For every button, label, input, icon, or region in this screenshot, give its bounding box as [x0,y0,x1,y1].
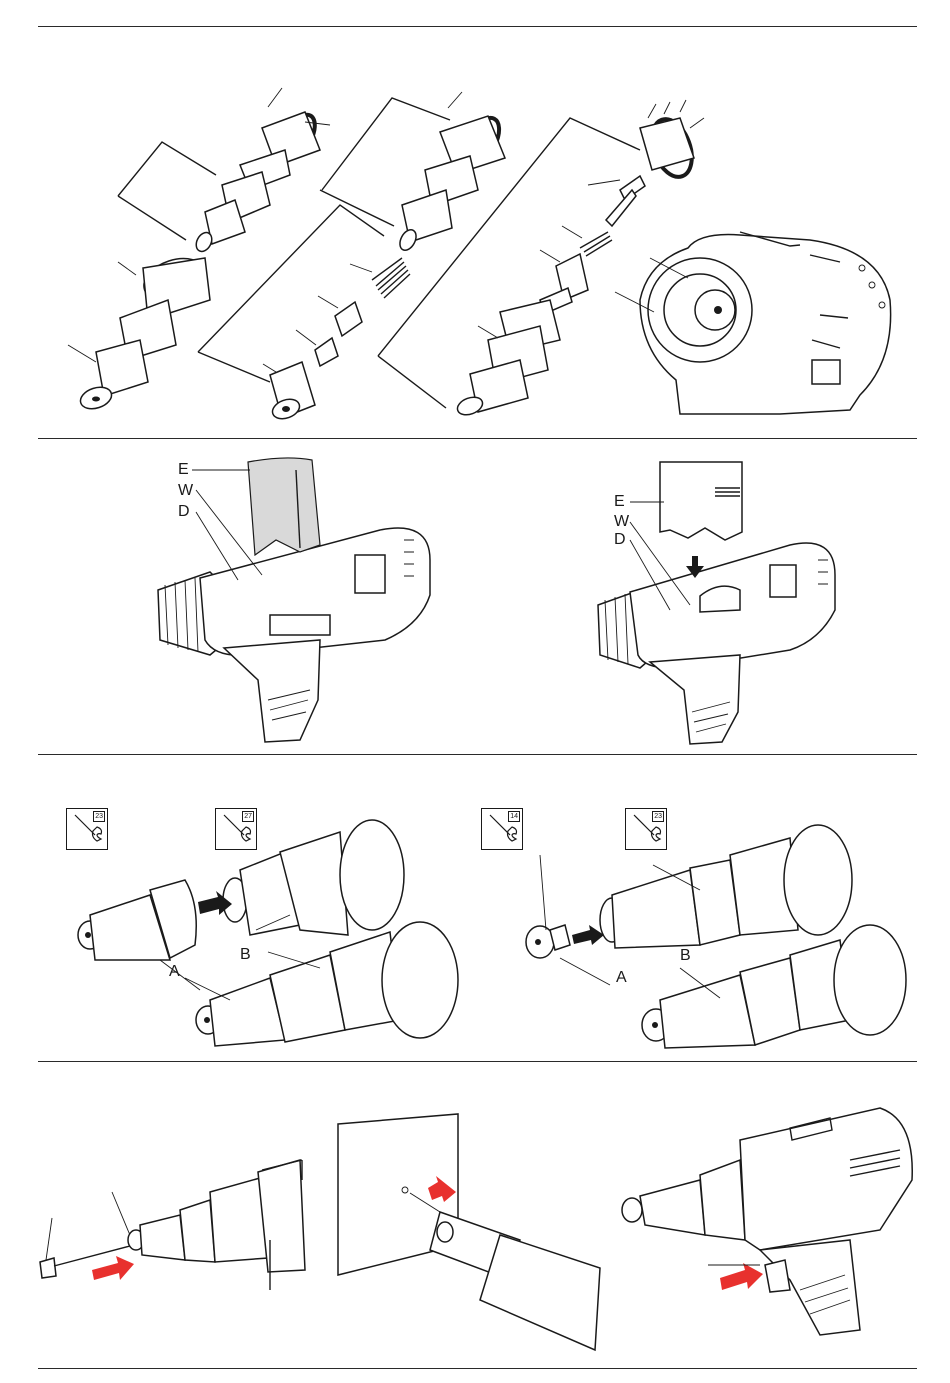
nose-assembly-1 [68,88,330,412]
label-e-left: E [178,462,189,478]
label-w-right: W [614,514,629,530]
insert-workpiece [338,1114,600,1350]
trigger-tool [622,1108,912,1335]
wrench-size: 23 [93,811,105,822]
wrench-box-left-nose: 23 [66,808,108,850]
wrench-size: 23 [652,811,664,822]
label-b-right: B [680,948,691,964]
wrench-size: 14 [508,811,520,822]
tool-front-view [615,232,891,414]
insert-rivet [40,1160,305,1290]
tool-cover-closed [598,462,835,744]
nose-change-right [526,825,906,1048]
wrench-box-right-body: 23 [625,808,667,850]
label-a-right: A [616,970,627,986]
figure-nose-change [78,820,906,1048]
figure-nose-disassembly [68,88,891,422]
label-w-left: W [178,483,193,499]
wrench-box-right-nose: 14 [481,808,523,850]
nose-assembly-3 [378,100,704,418]
figure-cover-removal [158,458,835,744]
wrench-size: 27 [242,811,254,822]
nose-assembly-2 [198,92,506,422]
label-e-right: E [614,494,625,510]
label-a-left: A [169,964,180,980]
label-b-left: B [240,947,251,963]
figure-rivet-setting [40,1108,912,1350]
label-d-right: D [614,532,626,548]
tool-cover-open [158,458,430,742]
label-d-left: D [178,504,190,520]
wrench-box-left-body: 27 [215,808,257,850]
nose-change-left [78,820,458,1046]
